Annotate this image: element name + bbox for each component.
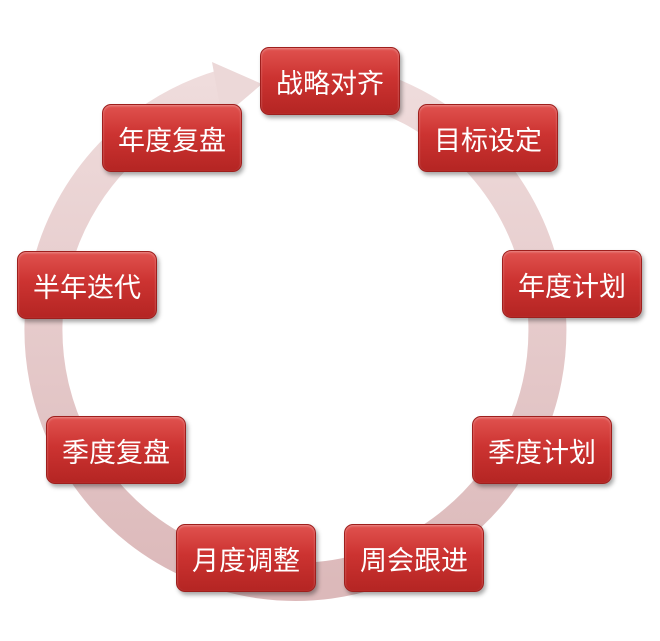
step-half-year-iteration: 半年迭代 xyxy=(17,251,157,319)
step-label: 季度计划 xyxy=(488,437,596,469)
cycle-arc xyxy=(24,59,567,601)
step-label: 年度计划 xyxy=(518,271,626,303)
step-annual-review: 年度复盘 xyxy=(102,104,242,172)
step-label: 战略对齐 xyxy=(276,68,384,100)
step-annual-plan: 年度计划 xyxy=(502,250,642,318)
step-weekly-followup: 周会跟进 xyxy=(344,524,484,592)
step-label: 目标设定 xyxy=(434,125,542,157)
step-strategy-alignment: 战略对齐 xyxy=(260,47,400,115)
step-monthly-adjust: 月度调整 xyxy=(176,524,316,592)
step-label: 周会跟进 xyxy=(360,545,468,577)
step-quarterly-review: 季度复盘 xyxy=(46,416,186,484)
step-label: 半年迭代 xyxy=(33,272,141,304)
step-label: 月度调整 xyxy=(192,545,300,577)
step-goal-setting: 目标设定 xyxy=(418,104,558,172)
step-label: 季度复盘 xyxy=(62,437,170,469)
step-label: 年度复盘 xyxy=(118,125,226,157)
step-quarterly-plan: 季度计划 xyxy=(472,416,612,484)
